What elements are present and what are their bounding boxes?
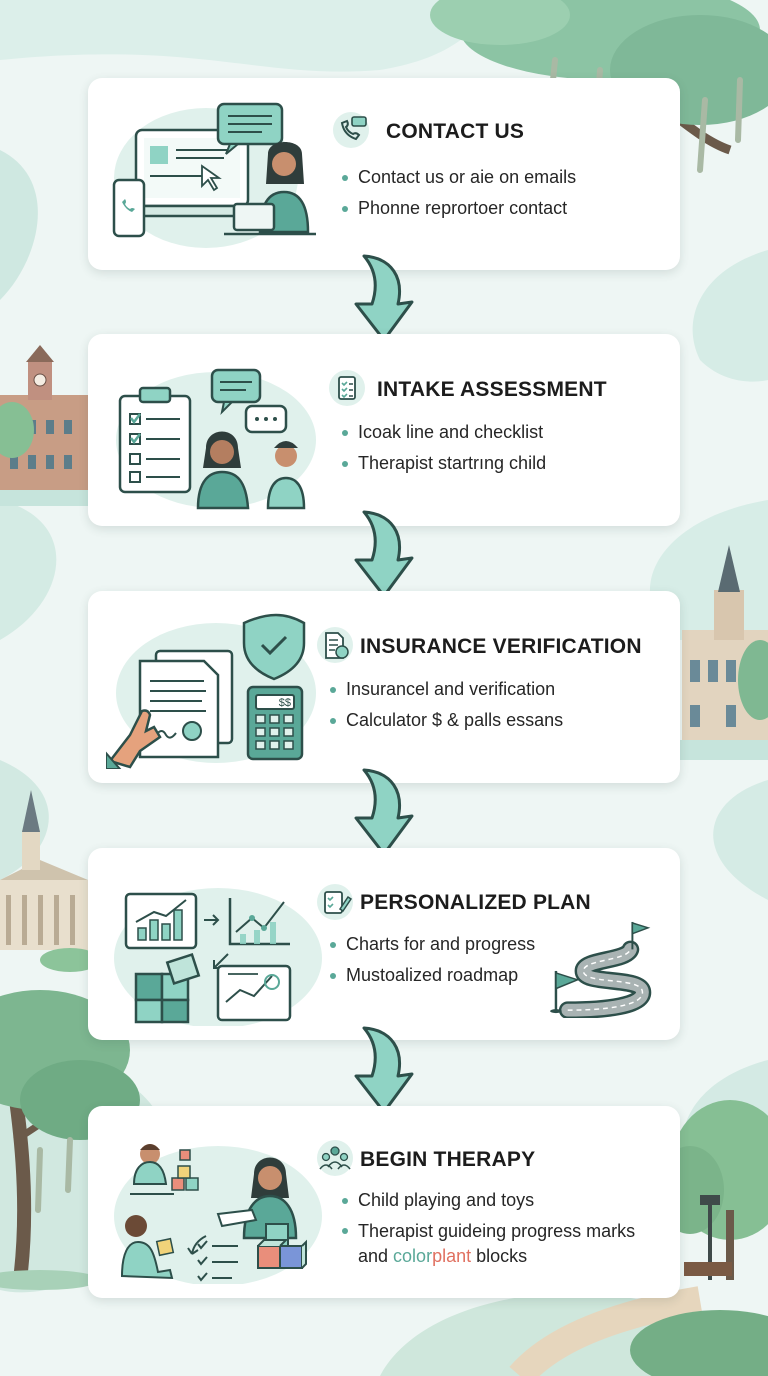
bullet-line-2-start: and [358, 1246, 394, 1266]
step-bullet: Calculator $ & palls essans [328, 705, 563, 736]
step-title: CONTACT US [386, 120, 525, 143]
step-bullets: Contact us or aie on emails Phonne repro… [340, 162, 576, 224]
down-arrow-icon [354, 1026, 414, 1114]
step-card-begin-therapy: BEGIN THERAPY Child playing and toys The… [88, 1106, 680, 1298]
checklist-icon [329, 370, 365, 406]
down-arrow-icon [354, 510, 414, 598]
step-card-insurance-verification: $$ INSURANCE VERIFICATION Insurancel and… [88, 591, 680, 783]
insurance-illustration: $$ [106, 613, 316, 769]
step-title: INTAKE ASSESSMENT [377, 378, 607, 401]
clock-tower-building [0, 345, 88, 506]
intake-illustration [116, 368, 316, 510]
step-bullet: Therapist startrıng child [340, 448, 546, 479]
dollar-document-icon [317, 627, 353, 663]
step-bullet: Phonne reprortoer contact [340, 193, 576, 224]
step-bullets: Insurancel and verification Calculator $… [328, 674, 563, 736]
down-arrow-icon [354, 768, 414, 856]
step-card-intake-assessment: INTAKE ASSESSMENT Icoak line and checkli… [88, 334, 680, 526]
step-bullet: Child playing and toys [340, 1185, 635, 1216]
step-bullet-multiline: Therapist guideing progress marks and col… [340, 1216, 635, 1269]
bullet-line-2-end: blocks [471, 1246, 528, 1266]
step-card-contact-us: CONTACT US Contact us or aie on emails P… [88, 78, 680, 270]
step-bullet: Contact us or aie on emails [340, 162, 576, 193]
step-title: BEGIN THERAPY [360, 1148, 536, 1171]
down-arrow-icon [354, 254, 414, 342]
step-bullet: Mustoalized roadmap [328, 960, 535, 991]
therapy-illustration [114, 1144, 322, 1284]
contact-illustration [112, 102, 316, 248]
plan-illustration [114, 888, 322, 1026]
people-group-icon [317, 1140, 353, 1176]
church-right [680, 545, 768, 760]
calculator-display: $$ [279, 697, 291, 709]
step-bullet: Charts for and progress [328, 929, 535, 960]
step-title: PERSONALIZED PLAN [360, 891, 591, 914]
step-bullets: Child playing and toys Therapist guidein… [340, 1185, 635, 1269]
park-scene-bottom-right [509, 1100, 768, 1376]
bullet-line-1: Therapist guideing progress marks [358, 1221, 636, 1241]
phone-chat-icon [333, 112, 369, 148]
step-bullet: Insurancel and verification [328, 674, 563, 705]
clipboard-pen-icon [317, 884, 353, 920]
bullet-line-2-green: color [393, 1246, 433, 1266]
step-title: INSURANCE VERIFICATION [360, 635, 642, 658]
capitol-building-left [0, 790, 100, 972]
step-bullets: Charts for and progress Mustoalized road… [328, 929, 535, 991]
step-bullets: Icoak line and checklist Therapist start… [340, 417, 546, 479]
step-bullet: Icoak line and checklist [340, 417, 546, 448]
bullet-line-2-red: plant [432, 1246, 472, 1266]
winding-road-flags-icon [550, 921, 652, 1018]
step-card-personalized-plan: PERSONALIZED PLAN Charts for and progres… [88, 848, 680, 1040]
